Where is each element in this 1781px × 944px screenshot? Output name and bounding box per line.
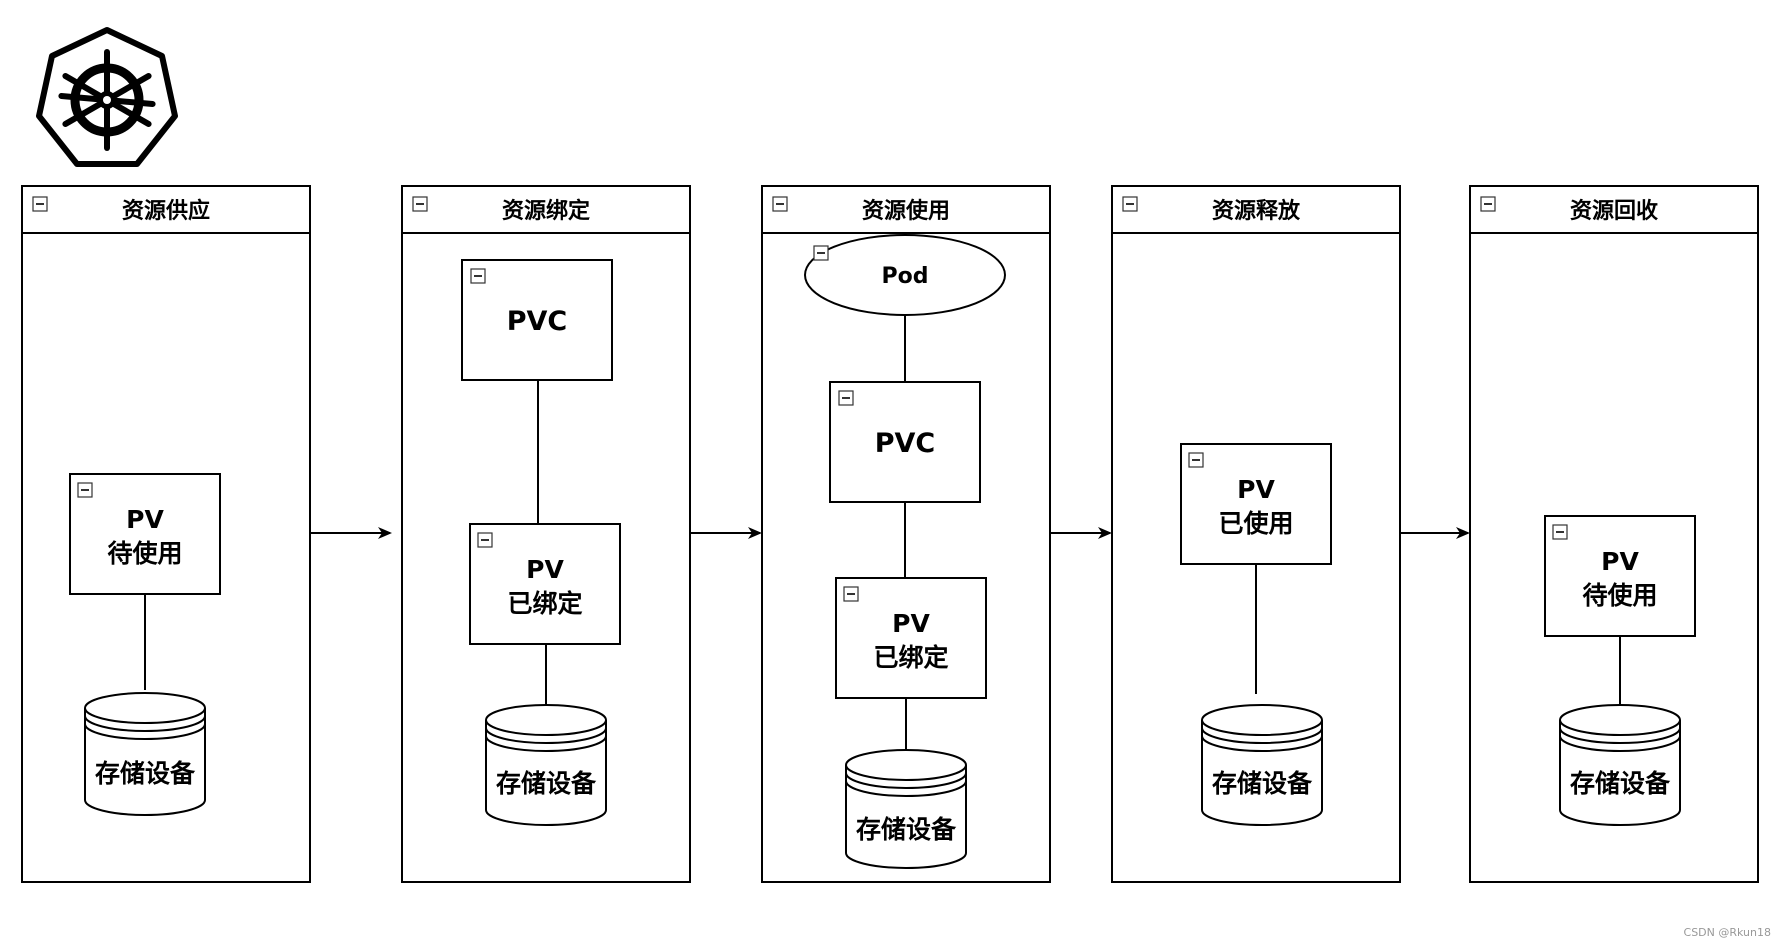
pv-node: PV 待使用 <box>1544 515 1696 637</box>
pv-status: 已绑定 <box>873 643 948 672</box>
storage-label: 存储设备 <box>1570 769 1671 798</box>
storage-device-node: 存储设备 <box>485 704 607 826</box>
pv-node: PV 已绑定 <box>835 577 987 699</box>
pod-label: Pod <box>882 264 929 289</box>
collapse-icon[interactable] <box>843 586 859 602</box>
pv-status: 待使用 <box>1582 581 1657 610</box>
stage-resource-release: 资源释放 PV 已使用 存储设备 <box>1111 185 1401 883</box>
pv-label: PV <box>526 555 564 584</box>
pv-status: 已使用 <box>1218 509 1293 538</box>
pv-node: PV 待使用 <box>69 473 221 595</box>
pod-node: Pod <box>804 234 1006 316</box>
storage-device-node: 存储设备 <box>1201 704 1323 826</box>
collapse-icon[interactable] <box>477 532 493 548</box>
pv-status: 已绑定 <box>507 589 582 618</box>
stage-resource-reclaim: 资源回收 PV 待使用 存储设备 <box>1469 185 1759 883</box>
pvc-node: PVC <box>461 259 613 381</box>
storage-label: 存储设备 <box>856 815 957 844</box>
storage-device-node: 存储设备 <box>84 692 206 816</box>
pv-status: 待使用 <box>107 539 182 568</box>
storage-label: 存储设备 <box>496 769 597 798</box>
kubernetes-logo-icon <box>36 27 178 167</box>
storage-device-node: 存储设备 <box>845 749 967 869</box>
collapse-icon[interactable] <box>77 482 93 498</box>
collapse-icon[interactable] <box>1552 524 1568 540</box>
stage-title: 资源回收 <box>1570 198 1658 224</box>
collapse-icon[interactable] <box>412 196 428 212</box>
pv-label: PV <box>1237 475 1275 504</box>
collapse-icon[interactable] <box>1188 452 1204 468</box>
collapse-icon[interactable] <box>772 196 788 212</box>
collapse-icon[interactable] <box>470 268 486 284</box>
stage-title: 资源绑定 <box>502 198 590 224</box>
pv-node: PV 已使用 <box>1180 443 1332 565</box>
pv-label: PV <box>892 609 930 638</box>
collapse-icon[interactable] <box>838 390 854 406</box>
stage-title: 资源使用 <box>862 199 950 224</box>
storage-label: 存储设备 <box>1212 769 1313 798</box>
stage-resource-provision: 资源供应 PV 待使用 存储设备 <box>21 185 311 883</box>
collapse-icon[interactable] <box>813 245 829 261</box>
collapse-icon[interactable] <box>1122 196 1138 212</box>
stage-resource-usage: 资源使用 Pod PVC PV 已绑定 存储设备 <box>761 185 1051 883</box>
stage-title: 资源释放 <box>1212 198 1301 224</box>
stage-resource-binding: 资源绑定 PVC PV 已绑定 存储设备 <box>401 185 691 883</box>
pv-node: PV 已绑定 <box>469 523 621 645</box>
pvc-label: PVC <box>507 306 568 337</box>
storage-device-node: 存储设备 <box>1559 704 1681 826</box>
collapse-icon[interactable] <box>32 196 48 212</box>
stage-title: 资源供应 <box>122 198 210 224</box>
pv-label: PV <box>126 505 164 534</box>
watermark: CSDN @Rkun18 <box>1684 926 1771 939</box>
pv-label: PV <box>1601 547 1639 576</box>
pvc-label: PVC <box>875 428 936 459</box>
pvc-node: PVC <box>829 381 981 503</box>
storage-label: 存储设备 <box>95 759 196 788</box>
collapse-icon[interactable] <box>1480 196 1496 212</box>
